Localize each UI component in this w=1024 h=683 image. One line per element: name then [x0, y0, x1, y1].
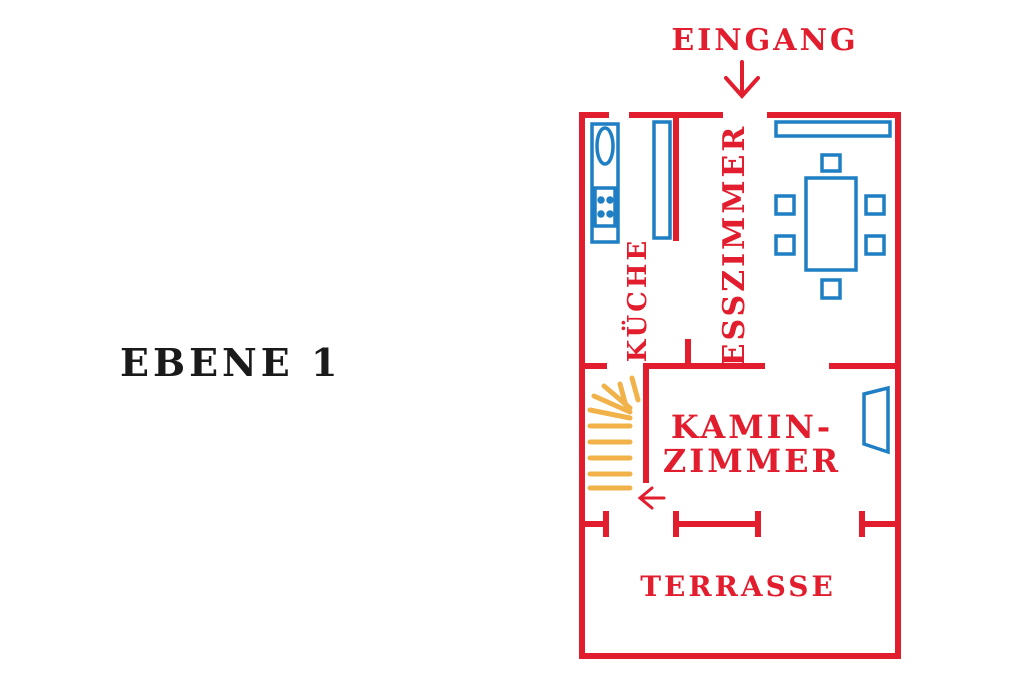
dining-table — [804, 176, 858, 272]
walls — [579, 112, 901, 659]
fireplace-label-line1: KAMIN- — [671, 408, 833, 446]
terrace-label: TERRASSE — [640, 570, 836, 603]
chair — [820, 278, 842, 300]
sink-icon — [595, 126, 615, 166]
entrance-label: EINGANG — [671, 23, 858, 58]
fireplace-icon — [862, 385, 890, 455]
kitchen-label: KÜCHE — [621, 238, 653, 362]
dining-label: ESSZIMMER — [717, 124, 752, 367]
kitchen-cabinet — [652, 120, 672, 240]
stairs-arrow-icon — [637, 486, 666, 510]
chair — [864, 194, 886, 216]
sideboard — [774, 120, 892, 138]
entrance-arrow-icon — [724, 60, 760, 100]
chair — [774, 234, 796, 256]
stairs-icon — [587, 375, 641, 491]
stove-icon — [593, 186, 617, 228]
kitchen-counter — [590, 122, 620, 244]
level-label: EBENE 1 — [120, 340, 342, 385]
chair — [820, 153, 842, 173]
fireplace-label-line2: ZIMMER — [663, 442, 841, 480]
chair — [774, 194, 796, 216]
furniture — [590, 120, 892, 455]
chair — [864, 234, 886, 256]
